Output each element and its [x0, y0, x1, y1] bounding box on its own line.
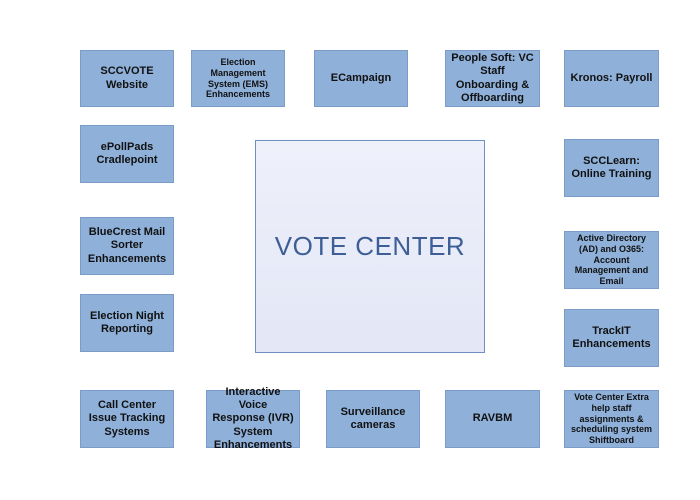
box-surveillance-cameras: Surveillance cameras [326, 390, 420, 448]
box-label: TrackIT Enhancements [572, 324, 651, 350]
box-sccvote-website: SCCVOTE Website [80, 50, 174, 107]
box-bluecrest: BlueCrest Mail Sorter Enhancements [80, 217, 174, 275]
box-label: Interactive Voice Response (IVR) System … [212, 386, 294, 451]
box-label: ePollPads Cradlepoint [96, 140, 158, 166]
box-label: SCCLearn: Online Training [571, 154, 652, 180]
box-ecampaign: ECampaign [314, 50, 408, 107]
box-shiftboard: Vote Center Extra help staff assignments… [564, 390, 659, 448]
box-trackit: TrackIT Enhancements [564, 309, 659, 367]
box-scclearn: SCCLearn: Online Training [564, 139, 659, 197]
vote-center-box: VOTE CENTER [255, 140, 485, 353]
box-election-night-reporting: Election Night Reporting [80, 294, 174, 352]
box-label: RAVBM [472, 412, 513, 425]
box-label: Vote Center Extra help staff assignments… [570, 392, 653, 446]
box-label: SCCVOTE Website [100, 65, 154, 91]
box-kronos-payroll: Kronos: Payroll [564, 50, 659, 107]
box-label: Surveillance cameras [340, 405, 406, 431]
box-label: Election Management System (EMS) Enhance… [205, 56, 271, 100]
vote-center-label: VOTE CENTER [274, 231, 466, 261]
box-epollpads: ePollPads Cradlepoint [80, 125, 174, 183]
box-call-center: Call Center Issue Tracking Systems [80, 390, 174, 448]
box-label: Active Directory (AD) and O365: Account … [574, 233, 649, 287]
box-ems-enhancements: Election Management System (EMS) Enhance… [191, 50, 285, 107]
box-active-directory: Active Directory (AD) and O365: Account … [564, 231, 659, 289]
box-label: People Soft: VC Staff Onboarding & Offbo… [451, 52, 534, 104]
box-label: BlueCrest Mail Sorter Enhancements [87, 226, 167, 265]
box-ravbm: RAVBM [445, 390, 540, 448]
box-ivr: Interactive Voice Response (IVR) System … [206, 386, 300, 451]
box-label: ECampaign [330, 71, 392, 84]
box-label: Kronos: Payroll [570, 71, 653, 84]
box-label: Call Center Issue Tracking Systems [88, 399, 166, 438]
box-label: Election Night Reporting [90, 309, 164, 335]
box-peoplesoft: People Soft: VC Staff Onboarding & Offbo… [445, 50, 540, 107]
